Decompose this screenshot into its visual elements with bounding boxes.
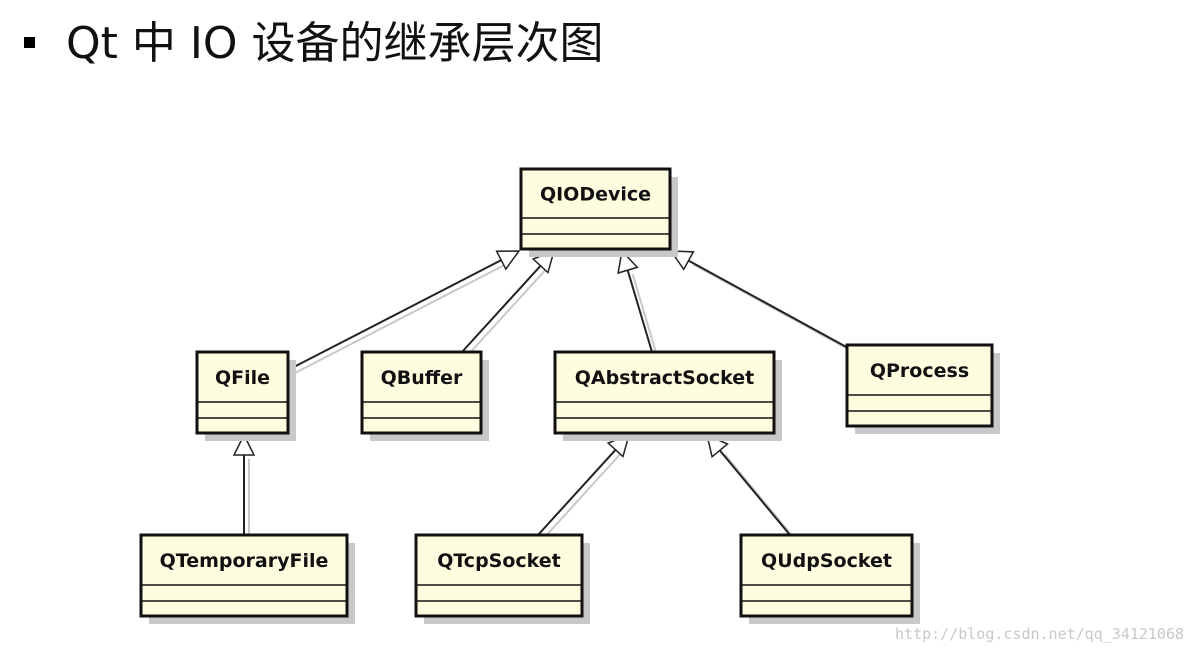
inheritance-arrow-qudpsocket <box>705 433 796 540</box>
arrow-line <box>287 259 502 371</box>
class-box-body <box>360 350 483 435</box>
inheritance-arrow-qprocess <box>669 250 856 354</box>
hollow-triangle-arrowhead-icon <box>495 250 521 271</box>
inheritance-arrow-qtcpsocket <box>537 433 631 540</box>
arrow-line <box>626 269 653 353</box>
arrow-line <box>537 449 617 536</box>
class-name-qtemporaryfile: QTemporaryFile <box>160 550 329 572</box>
arrow-shadow <box>724 453 796 540</box>
class-name-qudpsocket: QUdpSocket <box>761 550 892 572</box>
inheritance-arrow-qtemporaryfile <box>232 433 256 539</box>
title-bullet-icon <box>24 37 35 48</box>
class-box-qtemporaryfile: QTemporaryFile <box>139 533 355 624</box>
inheritance-arrow-qabstractsocket <box>617 249 658 357</box>
slide-title: Qt 中 IO 设备的继承层次图 <box>66 18 604 69</box>
class-name-qiodevice: QIODevice <box>540 184 651 206</box>
class-box-qbuffer: QBuffer <box>360 350 489 441</box>
arrow-shadow <box>631 273 658 357</box>
class-box-qprocess: QProcess <box>845 343 1000 434</box>
class-box-qfile: QFile <box>195 350 296 441</box>
arrow-line <box>719 449 791 536</box>
arrow-shadow <box>292 263 507 375</box>
arrow-line <box>461 265 542 353</box>
class-name-qtcpsocket: QTcpSocket <box>437 550 561 572</box>
class-name-qbuffer: QBuffer <box>381 367 463 389</box>
class-box-body <box>553 350 776 435</box>
watermark-url: http://blog.csdn.net/qq_34121068 <box>895 625 1184 643</box>
arrow-line <box>688 259 851 350</box>
class-name-qfile: QFile <box>215 367 270 389</box>
class-name-qabstractsocket: QAbstractSocket <box>575 367 754 389</box>
class-box-qudpsocket: QUdpSocket <box>739 533 920 624</box>
arrow-shadow <box>542 453 622 540</box>
class-box-qiodevice: QIODevice <box>519 167 678 257</box>
hollow-triangle-arrowhead-icon <box>232 433 256 456</box>
inheritance-arrow-qfile <box>287 250 521 375</box>
class-box-body <box>195 350 290 435</box>
class-box-qabstractsocket: QAbstractSocket <box>553 350 782 441</box>
class-name-qprocess: QProcess <box>870 360 969 382</box>
arrow-shadow <box>693 263 856 354</box>
class-box-qtcpsocket: QTcpSocket <box>414 533 590 624</box>
class-box-body <box>519 167 672 251</box>
class-box-body <box>845 343 994 428</box>
class-box-body <box>414 533 584 618</box>
class-box-body <box>739 533 914 618</box>
arrow-shadow <box>466 269 547 357</box>
class-box-body <box>139 533 349 618</box>
